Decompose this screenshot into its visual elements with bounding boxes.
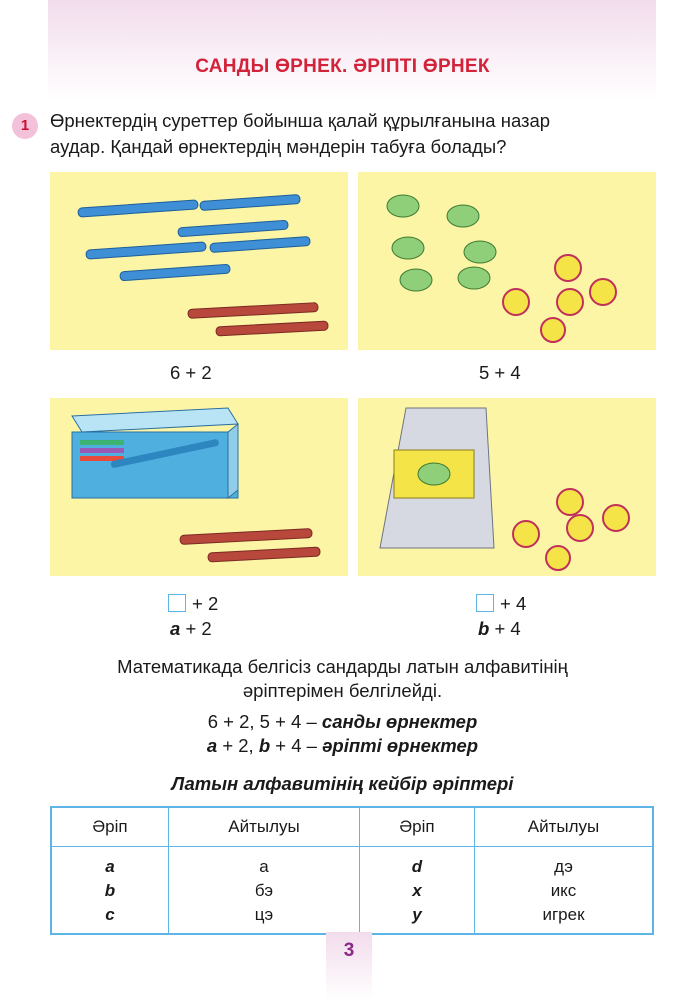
pencil-case-icon [71, 407, 321, 563]
empty-box-icon [476, 594, 494, 612]
table-header-row: Әріп Айтылуы Әріп Айтылуы [51, 807, 653, 847]
letters-column-2: d x y [359, 846, 475, 934]
task-text-line2: аудар. Қандай өрнектердің мәндерін табуғ… [50, 136, 507, 157]
page-title: САНДЫ ӨРНЕК. ӘРІПТІ ӨРНЕК [195, 56, 490, 77]
candy-bag-icon [379, 407, 630, 571]
pens-icon [77, 194, 329, 337]
page-number-band [326, 932, 372, 1000]
expression-b-plus-4: b + 4 [478, 618, 521, 639]
header-band [48, 0, 656, 100]
letter-b: b [478, 618, 490, 639]
expression-candies: 5 + 4 [479, 362, 521, 383]
task-text-line1: Өрнектердің суреттер бойынша қалай құрыл… [50, 110, 551, 131]
expression-a-plus-2: a + 2 [170, 618, 212, 639]
candy-bag-illustration [358, 398, 656, 576]
task-number-badge: 1 [12, 113, 38, 139]
header-letter: Әріп [359, 807, 475, 847]
letters-column-1: a b c [51, 846, 169, 934]
pencil-case-illustration [50, 398, 348, 576]
candies-illustration [358, 172, 656, 350]
letter-expressions-example: a + 2, b + 4 – әріпті өрнектер [206, 735, 479, 756]
rule-line1: Математикада белгісіз сандарды латын алф… [117, 656, 568, 677]
expression-box-plus-4: + 4 [476, 593, 526, 615]
expression-box-plus-2: + 2 [168, 593, 218, 615]
header-pronunciation: Айтылуы [474, 807, 653, 847]
header-letter: Әріп [51, 807, 169, 847]
table-row: a b c а бэ цэ d x y дэ икс игрек [51, 846, 653, 934]
latin-letters-table: Әріп Айтылуы Әріп Айтылуы a b c а бэ цэ … [50, 806, 654, 935]
pens-illustration [50, 172, 348, 350]
rule-line2: әріптерімен белгілейді. [242, 680, 443, 701]
empty-box-icon [168, 594, 186, 612]
table-caption: Латын алфавитінің кейбір әріптері [171, 773, 514, 794]
numeric-expressions-example: 6 + 2, 5 + 4 – санды өрнектер [207, 711, 478, 732]
header-pronunciation: Айтылуы [168, 807, 360, 847]
expression-pens: 6 + 2 [170, 362, 212, 383]
page-number: 3 [343, 940, 355, 961]
pronunciation-column-1: а бэ цэ [168, 846, 360, 934]
candies-icon [386, 194, 617, 343]
letter-a: a [170, 618, 181, 639]
pronunciation-column-2: дэ икс игрек [542, 857, 585, 924]
